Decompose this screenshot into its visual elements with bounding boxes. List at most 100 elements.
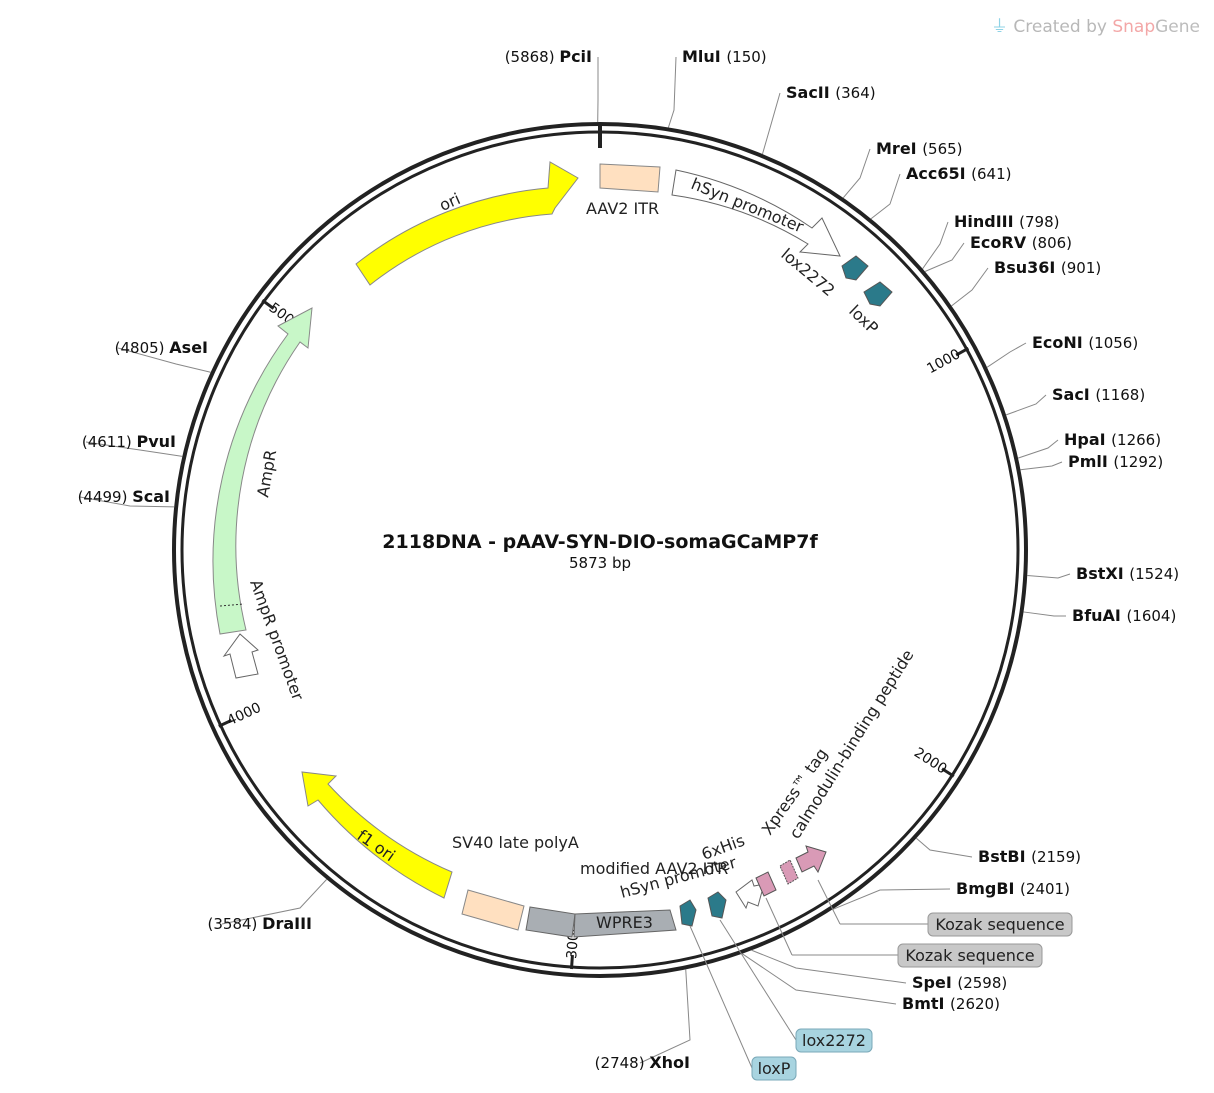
tick-mark: [941, 767, 955, 778]
site-leader-line: [922, 221, 949, 270]
site-position: (3584): [208, 915, 263, 933]
feature-aav2-itr[interactable]: AAV2 ITR: [586, 163, 661, 218]
feature-f1-ori[interactable]: f1 ori: [301, 771, 453, 899]
site-name: XhoI: [649, 1053, 690, 1072]
feature-cbp-label: calmodulin-binding peptide: [785, 646, 917, 842]
site-leader-line: [751, 949, 907, 984]
callout-lox2272-label: lox2272: [802, 1031, 866, 1050]
site-name: HindIII: [954, 212, 1019, 231]
site-name: PmlI: [1068, 452, 1113, 471]
site-position: (641): [971, 165, 1011, 183]
restriction-site-econi[interactable]: EcoNI (1056): [1032, 333, 1138, 352]
plasmid-name: 2118DNA - pAAV-SYN-DIO-somaGCaMP7f: [382, 531, 818, 553]
site-position: (4499): [78, 488, 133, 506]
site-position: (4805): [115, 339, 170, 357]
backbone-outer-ring: [172, 122, 1028, 978]
site-position: (2598): [957, 974, 1007, 992]
site-name: MluI: [682, 47, 726, 66]
site-position: (2620): [950, 995, 1000, 1013]
site-name: BstBI: [978, 847, 1031, 866]
site-leader-line: [741, 953, 897, 1005]
tick-mark: [955, 346, 970, 357]
restriction-site-ecorv[interactable]: EcoRV (806): [970, 233, 1072, 252]
site-leader-line: [842, 148, 871, 199]
site-position: (798): [1019, 213, 1059, 231]
restriction-site-hindiii[interactable]: HindIII (798): [954, 212, 1060, 231]
site-leader-line: [1005, 394, 1047, 416]
site-position: (1056): [1088, 334, 1138, 352]
site-name: EcoRV: [970, 233, 1032, 252]
feature-hsyn-promoter-label: hSyn promoter: [689, 174, 807, 236]
callout-kozak-1[interactable]: Kozak sequence: [817, 879, 1073, 937]
tick-mark: [569, 954, 574, 970]
restriction-site-bmgbi[interactable]: BmgBI (2401): [956, 879, 1070, 898]
feature-loxp[interactable]: loxP: [845, 281, 893, 338]
site-leader-line: [916, 837, 973, 858]
feature-ori[interactable]: ori: [355, 161, 579, 286]
site-leader-line: [870, 173, 901, 220]
restriction-site-bstbi[interactable]: BstBI (2159): [978, 847, 1081, 866]
restriction-site-acc65i[interactable]: Acc65I (641): [906, 164, 1011, 183]
site-name: MreI: [876, 139, 922, 158]
tick-mark: [261, 299, 275, 310]
site-leader-line: [667, 56, 677, 128]
callout-loxp-label: loxP: [758, 1059, 791, 1078]
site-name: HpaI: [1064, 430, 1111, 449]
site-position: (2401): [1020, 880, 1070, 898]
restriction-site-hpai[interactable]: HpaI (1266): [1064, 430, 1161, 449]
site-name: SpeI: [912, 973, 957, 992]
site-name: Bsu36I: [994, 258, 1061, 277]
site-position: (1266): [1111, 431, 1161, 449]
site-position: (565): [922, 140, 962, 158]
feature-loxp-label: loxP: [845, 301, 882, 338]
restriction-site-pmli[interactable]: PmlI (1292): [1068, 452, 1163, 471]
site-position: (1292): [1113, 453, 1163, 471]
site-name: BstXI: [1076, 564, 1129, 583]
site-leader-line: [1027, 573, 1071, 579]
callout-lox2272[interactable]: lox2272: [719, 919, 873, 1053]
restriction-site-draiii[interactable]: (3584) DraIII: [208, 914, 312, 933]
restriction-site-pcii[interactable]: (5868) PciI: [505, 47, 592, 66]
restriction-site-asei[interactable]: (4805) AseI: [115, 338, 208, 357]
restriction-site-mrei[interactable]: MreI (565): [876, 139, 963, 158]
site-leader-line: [924, 242, 965, 272]
callout-kozak-1-label: Kozak sequence: [935, 915, 1064, 934]
site-name: BfuAI: [1072, 606, 1126, 625]
snapgene-watermark: ⏚ Created by SnapGene: [991, 12, 1200, 37]
restriction-site-xhoi[interactable]: (2748) XhoI: [595, 1053, 690, 1072]
restriction-site-spei[interactable]: SpeI (2598): [912, 973, 1007, 992]
restriction-site-bsu36i[interactable]: Bsu36I (901): [994, 258, 1101, 277]
callout-kozak-2[interactable]: Kozak sequence: [765, 897, 1043, 968]
restriction-site-bfuai[interactable]: BfuAI (1604): [1072, 606, 1176, 625]
tick-label: 2000: [911, 745, 950, 778]
site-name: AseI: [169, 338, 208, 357]
feature-lox-pair-2[interactable]: [679, 891, 727, 927]
site-position: (1604): [1126, 607, 1176, 625]
feature-wpre3-label: WPRE3: [596, 913, 653, 932]
site-name: ScaI: [132, 487, 170, 506]
feature-aav2-itr-label: AAV2 ITR: [586, 199, 659, 218]
restriction-site-sacii[interactable]: SacII (364): [786, 83, 876, 102]
site-position: (4611): [82, 433, 137, 451]
site-name: BmtI: [902, 994, 950, 1013]
site-leader-line: [986, 342, 1027, 368]
restriction-site-mlui[interactable]: MluI (150): [682, 47, 767, 66]
site-leader-line: [1023, 611, 1066, 617]
restriction-site-saci[interactable]: SacI (1168): [1052, 385, 1145, 404]
site-position: (364): [835, 84, 875, 102]
feature-sv40-polya-wpre3[interactable]: WPRE3: [525, 906, 677, 938]
feature-sv40-label: SV40 late polyA: [452, 833, 579, 852]
site-leader-line: [117, 347, 211, 373]
site-leader-line: [1020, 461, 1063, 471]
watermark-icon: ⏚: [991, 17, 1008, 37]
restriction-site-bstxi[interactable]: BstXI (1524): [1076, 564, 1179, 583]
restriction-sites: (5868) PciI MluI (150) SacII (364) MreI (56…: [78, 47, 1180, 1072]
restriction-site-pvui[interactable]: (4611) PvuI: [82, 432, 176, 451]
feature-modified-itr-label-text: modified AAV2 ITR: [580, 859, 728, 878]
restriction-site-bmti[interactable]: BmtI (2620): [902, 994, 1000, 1013]
restriction-site-scai[interactable]: (4499) ScaI: [78, 487, 170, 506]
site-position: (2748): [595, 1054, 650, 1072]
feature-modified-aav2-itr[interactable]: [461, 889, 525, 931]
callout-loxp[interactable]: loxP: [689, 925, 797, 1081]
